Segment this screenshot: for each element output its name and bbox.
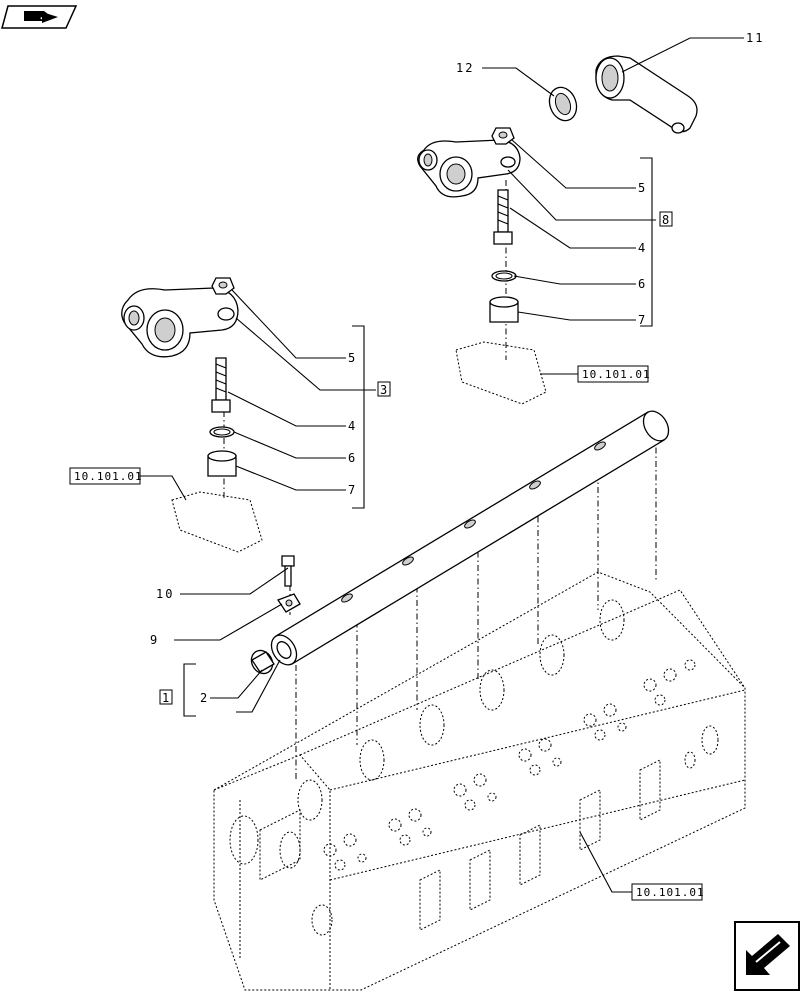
ref-bottom: 10.101.01 bbox=[636, 886, 705, 899]
adjusting-screw-right[interactable] bbox=[493, 189, 513, 245]
bolt[interactable] bbox=[281, 555, 295, 587]
rocker-shaft[interactable] bbox=[266, 407, 673, 670]
callout-7-right: 7 bbox=[638, 313, 647, 327]
nut-left[interactable] bbox=[211, 277, 235, 295]
adjusting-screw-left[interactable] bbox=[211, 357, 231, 413]
callout-11: 11 bbox=[746, 31, 764, 45]
nut-right[interactable] bbox=[491, 127, 515, 145]
pad-right[interactable] bbox=[489, 296, 519, 323]
callout-4-left: 4 bbox=[348, 419, 357, 433]
ref-upper: 10.101.01 bbox=[582, 368, 651, 381]
ring-left[interactable] bbox=[209, 426, 235, 438]
callout-7-left: 7 bbox=[348, 483, 357, 497]
next-page-arrow-icon[interactable] bbox=[734, 921, 800, 991]
book-arrow-icon[interactable] bbox=[1, 5, 78, 29]
callout-9: 9 bbox=[150, 633, 159, 647]
reference-boxes[interactable]: 10.101.01 10.101.01 10.101.01 bbox=[69, 365, 705, 901]
callouts: 11 12 5 4 6 7 5 4 6 7 10 9 2 bbox=[150, 31, 764, 705]
callout-2: 2 bbox=[200, 691, 209, 705]
cylinder-head bbox=[213, 571, 746, 991]
oil-pipe[interactable] bbox=[595, 55, 698, 134]
seal-ring[interactable] bbox=[545, 84, 581, 125]
rocker-arm-right[interactable] bbox=[417, 139, 521, 198]
valve-bridge-left bbox=[171, 491, 263, 553]
box-1: 1 bbox=[162, 691, 171, 705]
shaft-plug[interactable] bbox=[247, 647, 277, 678]
ring-right[interactable] bbox=[491, 270, 517, 282]
callout-12: 12 bbox=[456, 61, 474, 75]
rocker-arm-left[interactable] bbox=[121, 287, 239, 358]
group-brackets bbox=[183, 157, 653, 717]
boxed-callouts[interactable]: 8 3 1 bbox=[159, 211, 673, 705]
ref-left: 10.101.01 bbox=[74, 470, 143, 483]
pad-left[interactable] bbox=[207, 450, 237, 477]
box-8: 8 bbox=[662, 213, 671, 227]
bracket[interactable] bbox=[277, 593, 301, 613]
callout-6-left: 6 bbox=[348, 451, 357, 465]
callout-10: 10 bbox=[156, 587, 174, 601]
valve-bridge-right bbox=[455, 341, 547, 405]
box-3: 3 bbox=[380, 383, 389, 397]
leader-lines bbox=[140, 37, 744, 893]
callout-5-left: 5 bbox=[348, 351, 357, 365]
callout-5-right: 5 bbox=[638, 181, 647, 195]
callout-4-right: 4 bbox=[638, 241, 647, 255]
callout-6-right: 6 bbox=[638, 277, 647, 291]
